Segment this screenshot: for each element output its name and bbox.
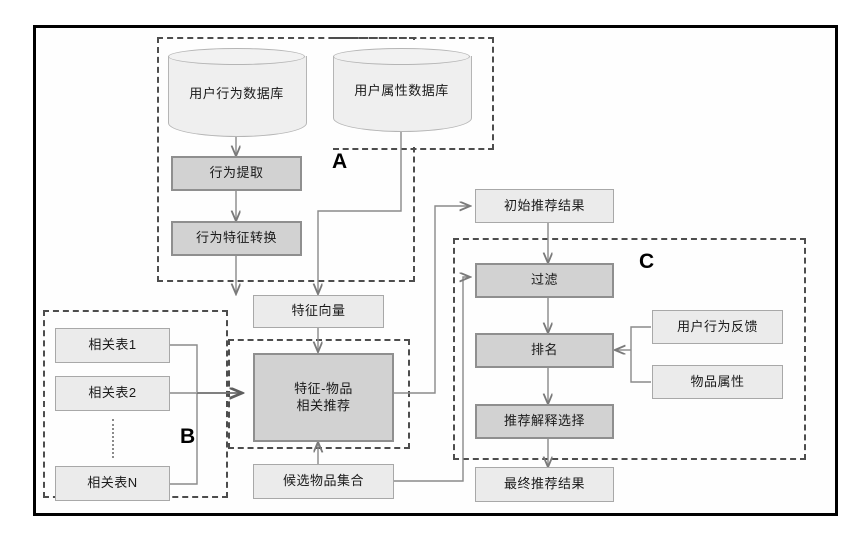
node-label: 过滤 bbox=[530, 272, 558, 288]
group-c-label: C bbox=[639, 250, 655, 273]
node-user-behavior-feedback: 用户行为反馈 bbox=[652, 310, 783, 344]
node-label: 推荐解释选择 bbox=[503, 413, 585, 429]
node-ranking: 排名 bbox=[475, 333, 614, 368]
cylinder-top bbox=[168, 48, 305, 65]
node-rec-explanation-select: 推荐解释选择 bbox=[475, 404, 614, 439]
node-label: 用户行为数据库 bbox=[189, 85, 284, 101]
node-feature-item-recommendation: 特征-物品 相关推荐 bbox=[253, 353, 394, 442]
node-label: 候选物品集合 bbox=[282, 473, 364, 489]
node-label: 物品属性 bbox=[690, 373, 745, 389]
cylinder-body bbox=[333, 56, 472, 132]
node-label: 相关表N bbox=[87, 475, 138, 491]
node-item-attribute: 物品属性 bbox=[652, 365, 783, 399]
group-a-label: A bbox=[332, 150, 348, 173]
node-behavior-feature-transform: 行为特征转换 bbox=[171, 221, 302, 256]
node-label: 初始推荐结果 bbox=[503, 197, 585, 213]
node-label: 行为提取 bbox=[209, 165, 264, 181]
node-initial-rec-result: 初始推荐结果 bbox=[475, 189, 614, 223]
node-label-line-2: 相关推荐 bbox=[296, 397, 351, 413]
node-filter: 过滤 bbox=[475, 263, 614, 298]
cylinder-top bbox=[333, 48, 470, 65]
node-user-attribute-db: 用户属性数据库 bbox=[333, 48, 472, 132]
node-relation-table-n: 相关表N bbox=[55, 466, 170, 501]
node-label: 用户行为反馈 bbox=[676, 318, 758, 334]
node-label: 特征向量 bbox=[291, 303, 346, 319]
node-relation-table-2: 相关表2 bbox=[55, 376, 170, 411]
node-user-behavior-db: 用户行为数据库 bbox=[168, 48, 307, 137]
group-a-boundary bbox=[157, 37, 415, 282]
node-final-rec-result: 最终推荐结果 bbox=[475, 467, 614, 502]
node-behavior-extract: 行为提取 bbox=[171, 156, 302, 191]
node-label: 最终推荐结果 bbox=[503, 476, 585, 492]
node-label: 用户属性数据库 bbox=[354, 83, 449, 98]
node-label: 相关表1 bbox=[88, 337, 137, 353]
node-label-line-1: 特征-物品 bbox=[294, 381, 353, 397]
node-label: 行为特征转换 bbox=[195, 230, 277, 246]
relation-table-ellipsis bbox=[112, 419, 114, 458]
node-relation-table-1: 相关表1 bbox=[55, 328, 170, 363]
node-candidate-item-set: 候选物品集合 bbox=[253, 464, 394, 499]
group-b-label: B bbox=[180, 425, 196, 448]
cylinder-body bbox=[168, 56, 307, 137]
group-a-boundary-extension bbox=[333, 37, 494, 150]
node-feature-vector: 特征向量 bbox=[253, 295, 384, 328]
node-label: 相关表2 bbox=[88, 385, 137, 401]
node-label: 排名 bbox=[530, 342, 558, 358]
